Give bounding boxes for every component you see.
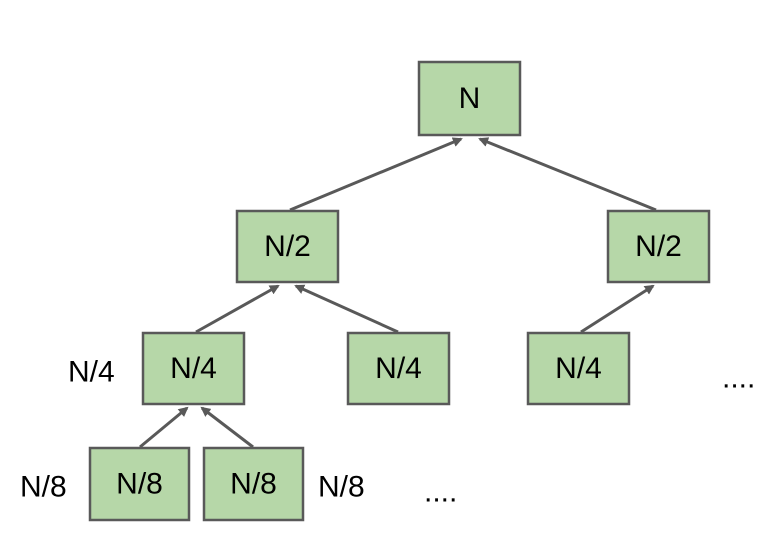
- node-label: N/4: [375, 352, 422, 385]
- edge-n4c-to-n2-right: [580, 284, 655, 334]
- ellipsis-right: ....: [722, 362, 755, 395]
- annotation-n8-left: N/8: [20, 471, 67, 504]
- node-label: N/8: [230, 468, 277, 501]
- edge-n2-left-to-root: [289, 137, 463, 212]
- annotation-n8-right: N/8: [318, 471, 365, 504]
- edge-n2-right-to-root: [478, 137, 657, 212]
- edge-n8a-to-n4a: [139, 406, 189, 449]
- node-label: N/8: [116, 468, 163, 501]
- node-n8-a: N/8: [88, 446, 191, 522]
- node-n8-b: N/8: [202, 446, 305, 522]
- node-n4-a: N/4: [141, 331, 246, 406]
- node-label: N: [459, 82, 481, 115]
- ellipsis-bottom: ....: [424, 476, 457, 509]
- node-label: N/4: [555, 352, 602, 385]
- node-label: N/2: [264, 230, 311, 263]
- edge-n4a-to-n2-left: [195, 284, 280, 334]
- node-n4-c: N/4: [526, 331, 631, 406]
- edges: [139, 137, 657, 449]
- node-root: N: [417, 60, 522, 137]
- node-n2-left: N/2: [235, 209, 340, 284]
- node-label: N/4: [170, 352, 217, 385]
- annotation-n4-left: N/4: [68, 356, 115, 389]
- node-label: N/2: [635, 230, 682, 263]
- edge-n8b-to-n4a: [200, 406, 254, 449]
- node-n2-right: N/2: [606, 209, 711, 284]
- edge-n4b-to-n2-left: [294, 284, 399, 334]
- node-n4-b: N/4: [346, 331, 451, 406]
